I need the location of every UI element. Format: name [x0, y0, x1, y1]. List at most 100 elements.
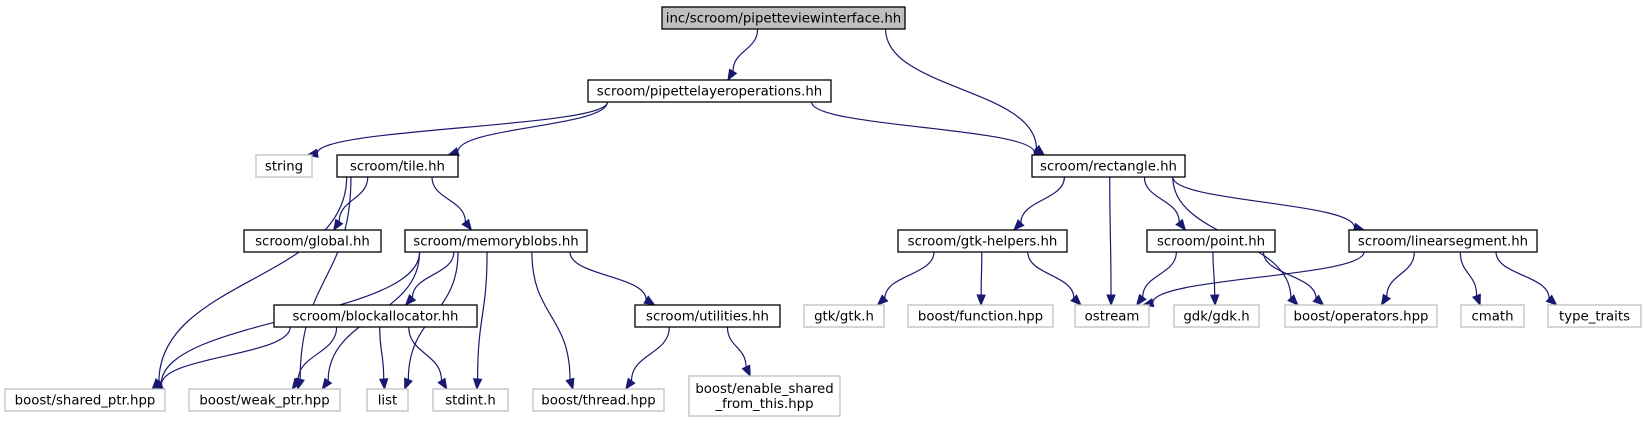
- arrowhead-icon: [1013, 219, 1025, 231]
- node-label: cmath: [1471, 310, 1513, 325]
- node-label: inc/scroom/pipetteviewinterface.hh: [666, 12, 901, 27]
- node-box[interactable]: [243, 229, 382, 253]
- node-utilities[interactable]: scroom/utilities.hh: [634, 304, 781, 328]
- edge-line: [408, 326, 443, 381]
- edge-blockallocator-to-stdint: [408, 326, 448, 391]
- edge-line: [477, 251, 488, 380]
- edge-memoryblobs-to-boostthread: [531, 251, 575, 391]
- arrowhead-icon: [291, 377, 303, 391]
- arrowhead-icon: [643, 295, 656, 306]
- edge-line: [431, 176, 467, 223]
- node-label: scroom/tile.hh: [350, 160, 445, 175]
- node-box: [907, 304, 1054, 328]
- node-linearsegment[interactable]: scroom/linearsegment.hh: [1348, 229, 1538, 253]
- edge-line: [316, 101, 609, 154]
- arrowhead-icon: [1070, 294, 1082, 306]
- node-box[interactable]: [634, 304, 781, 328]
- arrowhead-icon: [321, 377, 333, 391]
- node-label: boost/shared_ptr.hpp: [15, 394, 156, 409]
- nodes-layer: inc/scroom/pipetteviewinterface.hh scroom…: [4, 6, 1642, 417]
- edge-line: [379, 326, 385, 380]
- node-tile[interactable]: scroom/tile.hh: [336, 154, 459, 178]
- arrowhead-icon: [472, 378, 483, 391]
- node-boostfunction: boost/function.hpp: [907, 304, 1054, 328]
- node-enableshared: boost/enable_shared_from_this.hpp: [688, 375, 841, 417]
- edge-rectangle-to-ostream: [1106, 176, 1116, 307]
- edge-gtkhelpers-to-ostream: [1027, 251, 1082, 306]
- node-pipettelayeroperations[interactable]: scroom/pipettelayeroperations.hh: [587, 79, 832, 103]
- node-box: [366, 388, 409, 412]
- node-label: scroom/pipettelayeroperations.hh: [597, 85, 822, 100]
- node-box: [255, 154, 313, 178]
- edge-line: [1142, 251, 1177, 298]
- node-label: list: [378, 394, 398, 409]
- arrowhead-icon: [1380, 293, 1392, 307]
- node-boostthread: boost/thread.hpp: [532, 388, 665, 412]
- edge-line: [732, 28, 759, 72]
- node-gtkhelpers[interactable]: scroom/gtk-helpers.hh: [897, 229, 1068, 253]
- node-label: stdint.h: [445, 394, 496, 409]
- node-label: boost/enable_shared_from_this.hpp: [695, 382, 833, 412]
- node-point[interactable]: scroom/point.hh: [1146, 229, 1276, 253]
- node-label: string: [265, 160, 303, 175]
- edge-point-to-boostoperators: [1262, 251, 1325, 306]
- edge-line: [1020, 176, 1065, 223]
- node-list: list: [366, 388, 409, 412]
- edge-tile-to-sharedptr: [151, 176, 348, 390]
- node-pipetteviewinterface[interactable]: inc/scroom/pipetteviewinterface.hh: [661, 6, 906, 30]
- node-box: [532, 388, 665, 412]
- node-blockallocator[interactable]: scroom/blockallocator.hh: [273, 304, 478, 328]
- edge-utilities-to-enableshared: [726, 326, 751, 378]
- edge-rectangle-to-point: [1143, 176, 1187, 232]
- arrowhead-icon: [333, 218, 344, 232]
- edge-pipetteviewinterface-to-rectangle: [884, 28, 1046, 156]
- edge-line: [457, 101, 609, 152]
- node-box[interactable]: [1348, 229, 1538, 253]
- arrowhead-icon: [1106, 294, 1116, 307]
- node-label: scroom/rectangle.hh: [1040, 160, 1177, 175]
- edge-tile-to-memoryblobs: [431, 176, 473, 232]
- node-box[interactable]: [273, 304, 478, 328]
- node-box[interactable]: [1031, 154, 1186, 178]
- edge-line: [1386, 251, 1415, 297]
- edge-blockallocator-to-sharedptr: [150, 326, 291, 390]
- node-global[interactable]: scroom/global.hh: [243, 229, 382, 253]
- arrowhead-icon: [1135, 293, 1147, 307]
- node-sharedptr: boost/shared_ptr.hpp: [4, 388, 166, 412]
- edge-line: [411, 251, 455, 298]
- node-box[interactable]: [1146, 229, 1276, 253]
- edge-line: [1495, 251, 1550, 299]
- node-box[interactable]: [587, 79, 832, 103]
- edge-memoryblobs-to-stdint: [472, 251, 488, 391]
- edge-line: [158, 176, 348, 382]
- node-label: ostream: [1085, 310, 1140, 325]
- node-box: [688, 375, 841, 417]
- edge-line: [980, 251, 983, 296]
- arrowhead-icon: [565, 377, 575, 391]
- node-label: scroom/gtk-helpers.hh: [908, 235, 1058, 250]
- node-label: boost/operators.hpp: [1294, 310, 1429, 325]
- edge-line: [160, 326, 291, 386]
- edge-point-to-ostream: [1135, 251, 1177, 307]
- node-box[interactable]: [661, 6, 906, 30]
- edge-pipetteviewinterface-to-pipettelayeroperations: [727, 28, 759, 82]
- edge-line: [1172, 176, 1355, 228]
- node-box[interactable]: [404, 229, 588, 253]
- edge-linearsegment-to-boostoperators: [1380, 251, 1415, 307]
- node-box[interactable]: [336, 154, 459, 178]
- arrowhead-icon: [1312, 294, 1325, 306]
- edge-line: [569, 251, 647, 300]
- arrowhead-icon: [1472, 293, 1481, 307]
- node-label: scroom/point.hh: [1157, 235, 1265, 250]
- node-string: string: [255, 154, 313, 178]
- node-box[interactable]: [897, 229, 1068, 253]
- edge-point-to-gdkgdk: [1209, 251, 1220, 307]
- node-rectangle[interactable]: scroom/rectangle.hh: [1031, 154, 1186, 178]
- edge-line: [338, 176, 369, 222]
- edge-line: [1109, 176, 1112, 296]
- edge-line: [531, 251, 571, 380]
- node-memoryblobs[interactable]: scroom/memoryblobs.hh: [404, 229, 588, 253]
- node-boostoperators: boost/operators.hpp: [1284, 304, 1438, 328]
- edge-rectangle-to-gtkhelpers: [1013, 176, 1065, 231]
